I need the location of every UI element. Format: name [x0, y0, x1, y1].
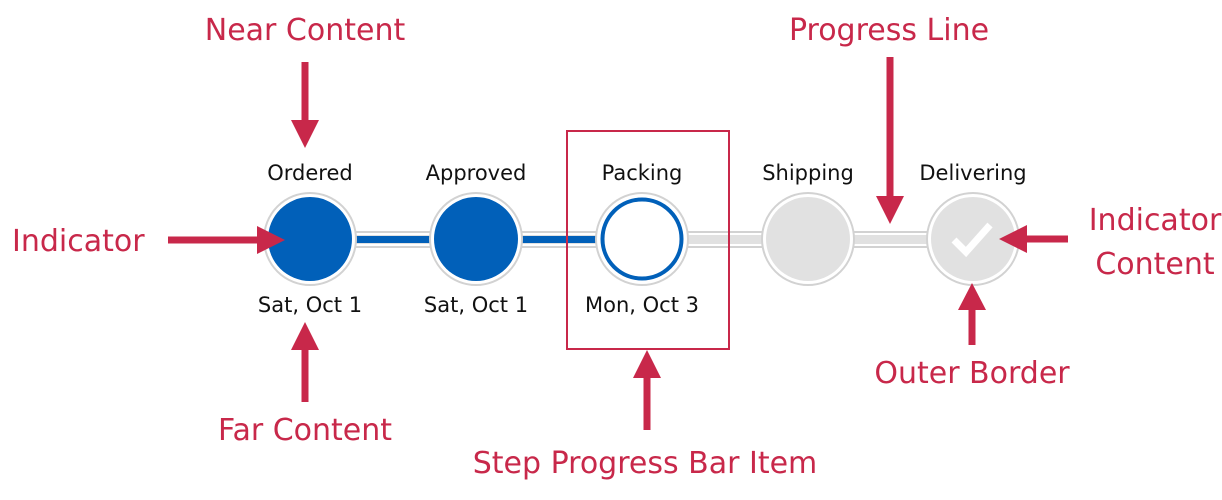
step-item-shipping[interactable]: Shipping: [761, 161, 855, 286]
near-content: Approved: [426, 161, 527, 185]
indicator: [600, 197, 684, 281]
near-content: Ordered: [267, 161, 352, 185]
far-content: Mon, Oct 3: [585, 293, 699, 317]
annotation-progress-line: Progress Line: [789, 13, 989, 48]
annotation-step-item: Step Progress Bar Item: [473, 446, 818, 481]
arrow-head-icon: [291, 322, 319, 350]
arrow-head-icon: [291, 120, 319, 148]
annotation-outer-border: Outer Border: [874, 356, 1070, 391]
arrow-head-icon: [633, 350, 661, 378]
near-content: Delivering: [919, 161, 1026, 185]
annotation-indicator-content-line1: Indicator: [1089, 203, 1222, 238]
arrow-head-icon: [999, 225, 1027, 253]
annotation-far-content: Far Content: [218, 413, 392, 448]
indicator: [434, 197, 518, 281]
arrow-head-icon: [876, 196, 904, 224]
indicator: [766, 197, 850, 281]
annotation-indicator: Indicator: [12, 224, 145, 259]
check-icon: [951, 222, 993, 258]
annotation-near-content: Near Content: [205, 13, 406, 48]
annotation-indicator-content-line2: Content: [1095, 247, 1215, 282]
indicator: [268, 197, 352, 281]
arrow-head-icon: [257, 226, 285, 254]
near-content: Packing: [602, 161, 683, 185]
step-item-delivering[interactable]: Delivering: [919, 161, 1027, 286]
far-content: Sat, Oct 1: [424, 293, 528, 317]
item-highlight-box: [566, 130, 730, 350]
far-content: Sat, Oct 1: [258, 293, 362, 317]
arrow-head-icon: [958, 283, 986, 310]
near-content: Shipping: [762, 161, 854, 185]
